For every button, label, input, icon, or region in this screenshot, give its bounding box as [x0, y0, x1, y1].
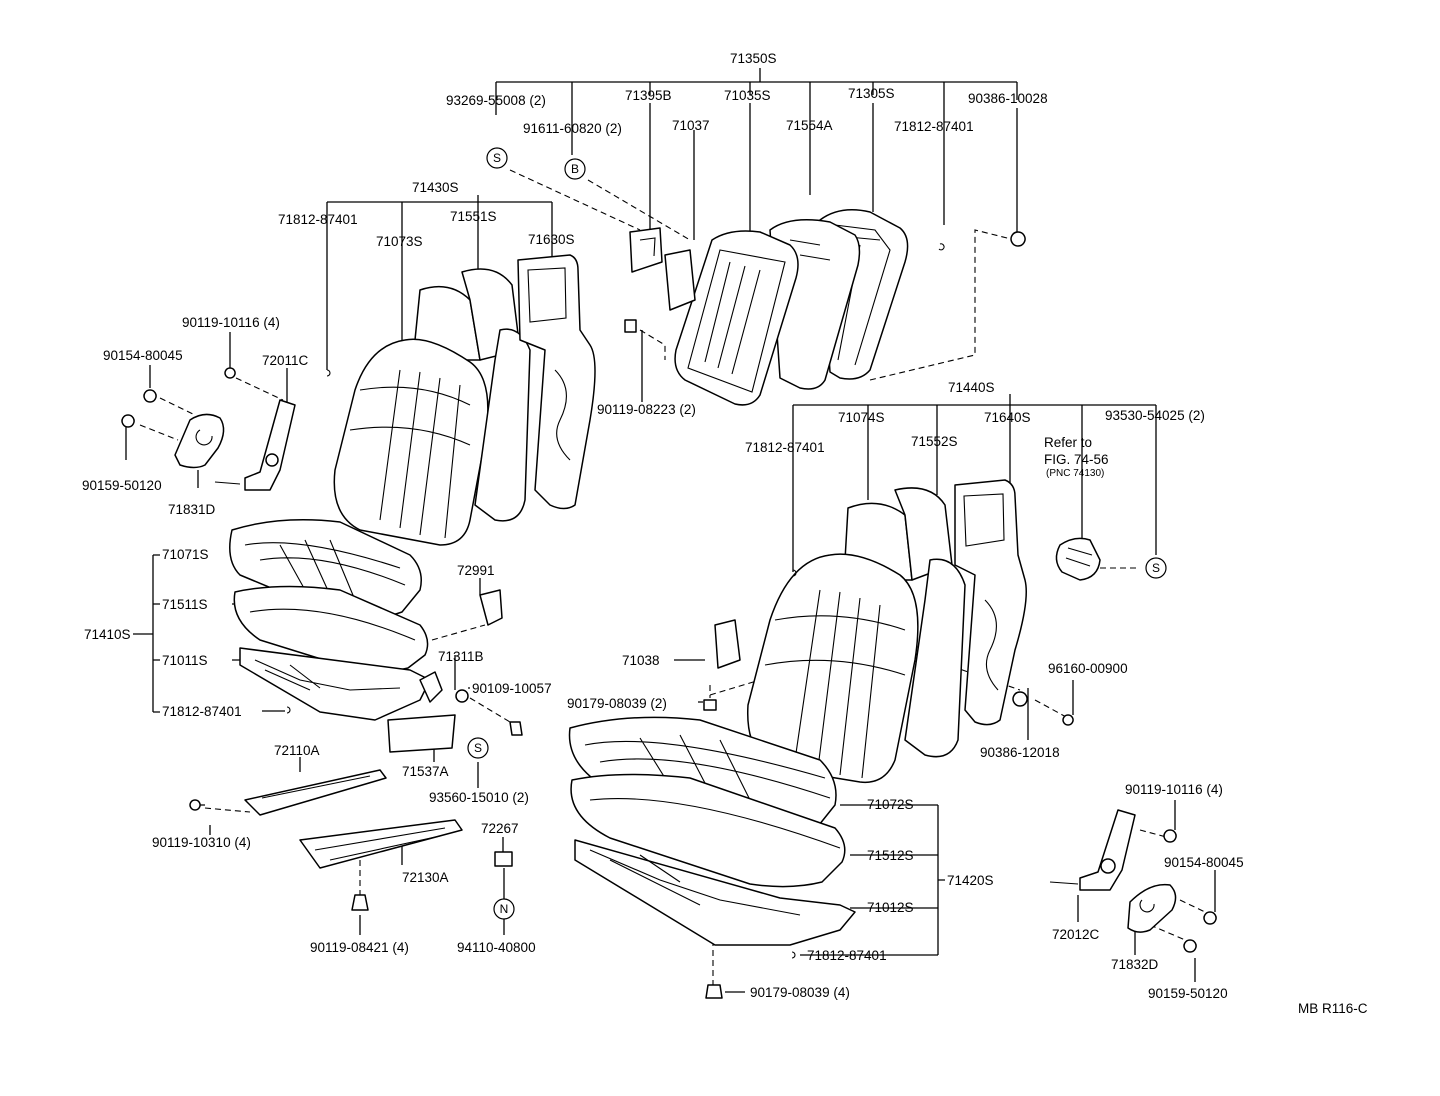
label-72012C: 72012C: [1052, 927, 1100, 942]
label-71812-87401-ll: 71812-87401: [162, 704, 242, 719]
label-90179-08039-4: 90179-08039 (4): [750, 985, 850, 1000]
label-71537A: 71537A: [402, 764, 449, 779]
label-71640S: 71640S: [984, 410, 1031, 425]
n-symbol: N: [493, 898, 515, 920]
label-71011S: 71011S: [162, 653, 208, 668]
label-96160-00900: 96160-00900: [1048, 661, 1128, 676]
label-93560-15010: 93560-15010 (2): [429, 790, 529, 805]
label-72110A: 72110A: [274, 743, 320, 758]
label-71072S: 71072S: [867, 797, 914, 812]
label-71074S: 71074S: [838, 410, 885, 425]
label-71410S: 71410S: [84, 627, 131, 642]
label-90159-50120-right: 90159-50120: [1148, 986, 1228, 1001]
label-71630S: 71630S: [528, 232, 575, 247]
left-bracket-parts: [121, 367, 331, 491]
label-71512S: 71512S: [867, 848, 914, 863]
n-symbol-label: N: [500, 902, 509, 916]
label-71420S: 71420S: [947, 873, 994, 888]
label-refer-to: Refer to: [1044, 435, 1092, 450]
label-90119-08223: 90119-08223 (2): [597, 402, 696, 417]
label-71831D: 71831D: [168, 502, 216, 517]
label-71812-87401-top: 71812-87401: [894, 119, 974, 134]
b-symbol-label: B: [571, 162, 579, 176]
label-91611-60820: 91611-60820 (2): [523, 121, 622, 136]
s-symbol-label: S: [474, 741, 482, 755]
s-symbol-label: S: [493, 151, 501, 165]
label-71035S: 71035S: [724, 88, 771, 103]
s-symbol-right: S: [1145, 557, 1167, 579]
label-90154-80045-right: 90154-80045: [1164, 855, 1244, 870]
b-symbol: B: [564, 158, 586, 180]
label-71812-87401-mid: 71812-87401: [745, 440, 825, 455]
left-seat-cushion: [229, 519, 523, 736]
label-72267: 72267: [481, 821, 519, 836]
label-72991: 72991: [457, 563, 495, 578]
label-90109-10057: 90109-10057: [472, 681, 552, 696]
right-bracket-parts: [1049, 809, 1217, 953]
label-72011C: 72011C: [262, 353, 309, 368]
label-refer-fig: FIG. 74-56: [1044, 452, 1109, 467]
label-90159-50120-left: 90159-50120: [82, 478, 162, 493]
label-71430S: 71430S: [412, 180, 459, 195]
label-71350S: 71350S: [730, 51, 777, 66]
label-71037: 71037: [672, 118, 710, 133]
s-symbol-mid: S: [467, 737, 489, 759]
leader-lines: [125, 68, 1216, 993]
rear-seatback-parts: [624, 209, 1026, 406]
label-90154-80045-left: 90154-80045: [103, 348, 183, 363]
left-seatback: [333, 254, 596, 546]
label-90119-10116-left: 90119-10116 (4): [182, 315, 280, 330]
label-71395B: 71395B: [625, 88, 672, 103]
right-seatback: [703, 479, 1101, 784]
label-71832D: 71832D: [1111, 957, 1159, 972]
label-90119-10310: 90119-10310 (4): [152, 835, 251, 850]
s-symbol-top: S: [486, 147, 508, 169]
figure-code: MB R116-C: [1298, 1001, 1368, 1016]
label-71038: 71038: [622, 653, 660, 668]
label-93530-54025: 93530-54025 (2): [1105, 408, 1205, 423]
label-71305S: 71305S: [848, 86, 895, 101]
right-seat-cushion: [568, 716, 856, 999]
label-71511S: 71511S: [162, 597, 208, 612]
label-72130A: 72130A: [402, 870, 449, 885]
label-refer-pnc: (PNC 74130): [1046, 468, 1104, 479]
label-90386-12018: 90386-12018: [980, 745, 1060, 760]
label-71812-87401-lr: 71812-87401: [807, 948, 887, 963]
part-labels: 71350S 93269-55008 (2) 71395B 71035S 713…: [82, 51, 1368, 1016]
label-90119-08421: 90119-08421 (4): [310, 940, 409, 955]
label-71012S: 71012S: [867, 900, 914, 915]
label-71812-87401-left: 71812-87401: [278, 212, 358, 227]
label-71554A: 71554A: [786, 118, 833, 133]
label-90386-10028: 90386-10028: [968, 91, 1048, 106]
label-93269-55008: 93269-55008 (2): [446, 93, 546, 108]
label-90119-10116-right: 90119-10116 (4): [1125, 782, 1223, 797]
s-symbol-label: S: [1152, 561, 1160, 575]
left-seat-rails: [189, 714, 513, 911]
dashed-assembly-lines: [139, 169, 1206, 985]
label-71071S: 71071S: [162, 547, 209, 562]
label-71073S: 71073S: [376, 234, 423, 249]
label-90179-08039-2: 90179-08039 (2): [567, 696, 667, 711]
label-71551S: 71551S: [450, 209, 497, 224]
label-71440S: 71440S: [948, 380, 995, 395]
label-71552S: 71552S: [911, 434, 958, 449]
label-94110-40800: 94110-40800: [457, 940, 536, 955]
label-71311B: 71311B: [438, 649, 484, 664]
